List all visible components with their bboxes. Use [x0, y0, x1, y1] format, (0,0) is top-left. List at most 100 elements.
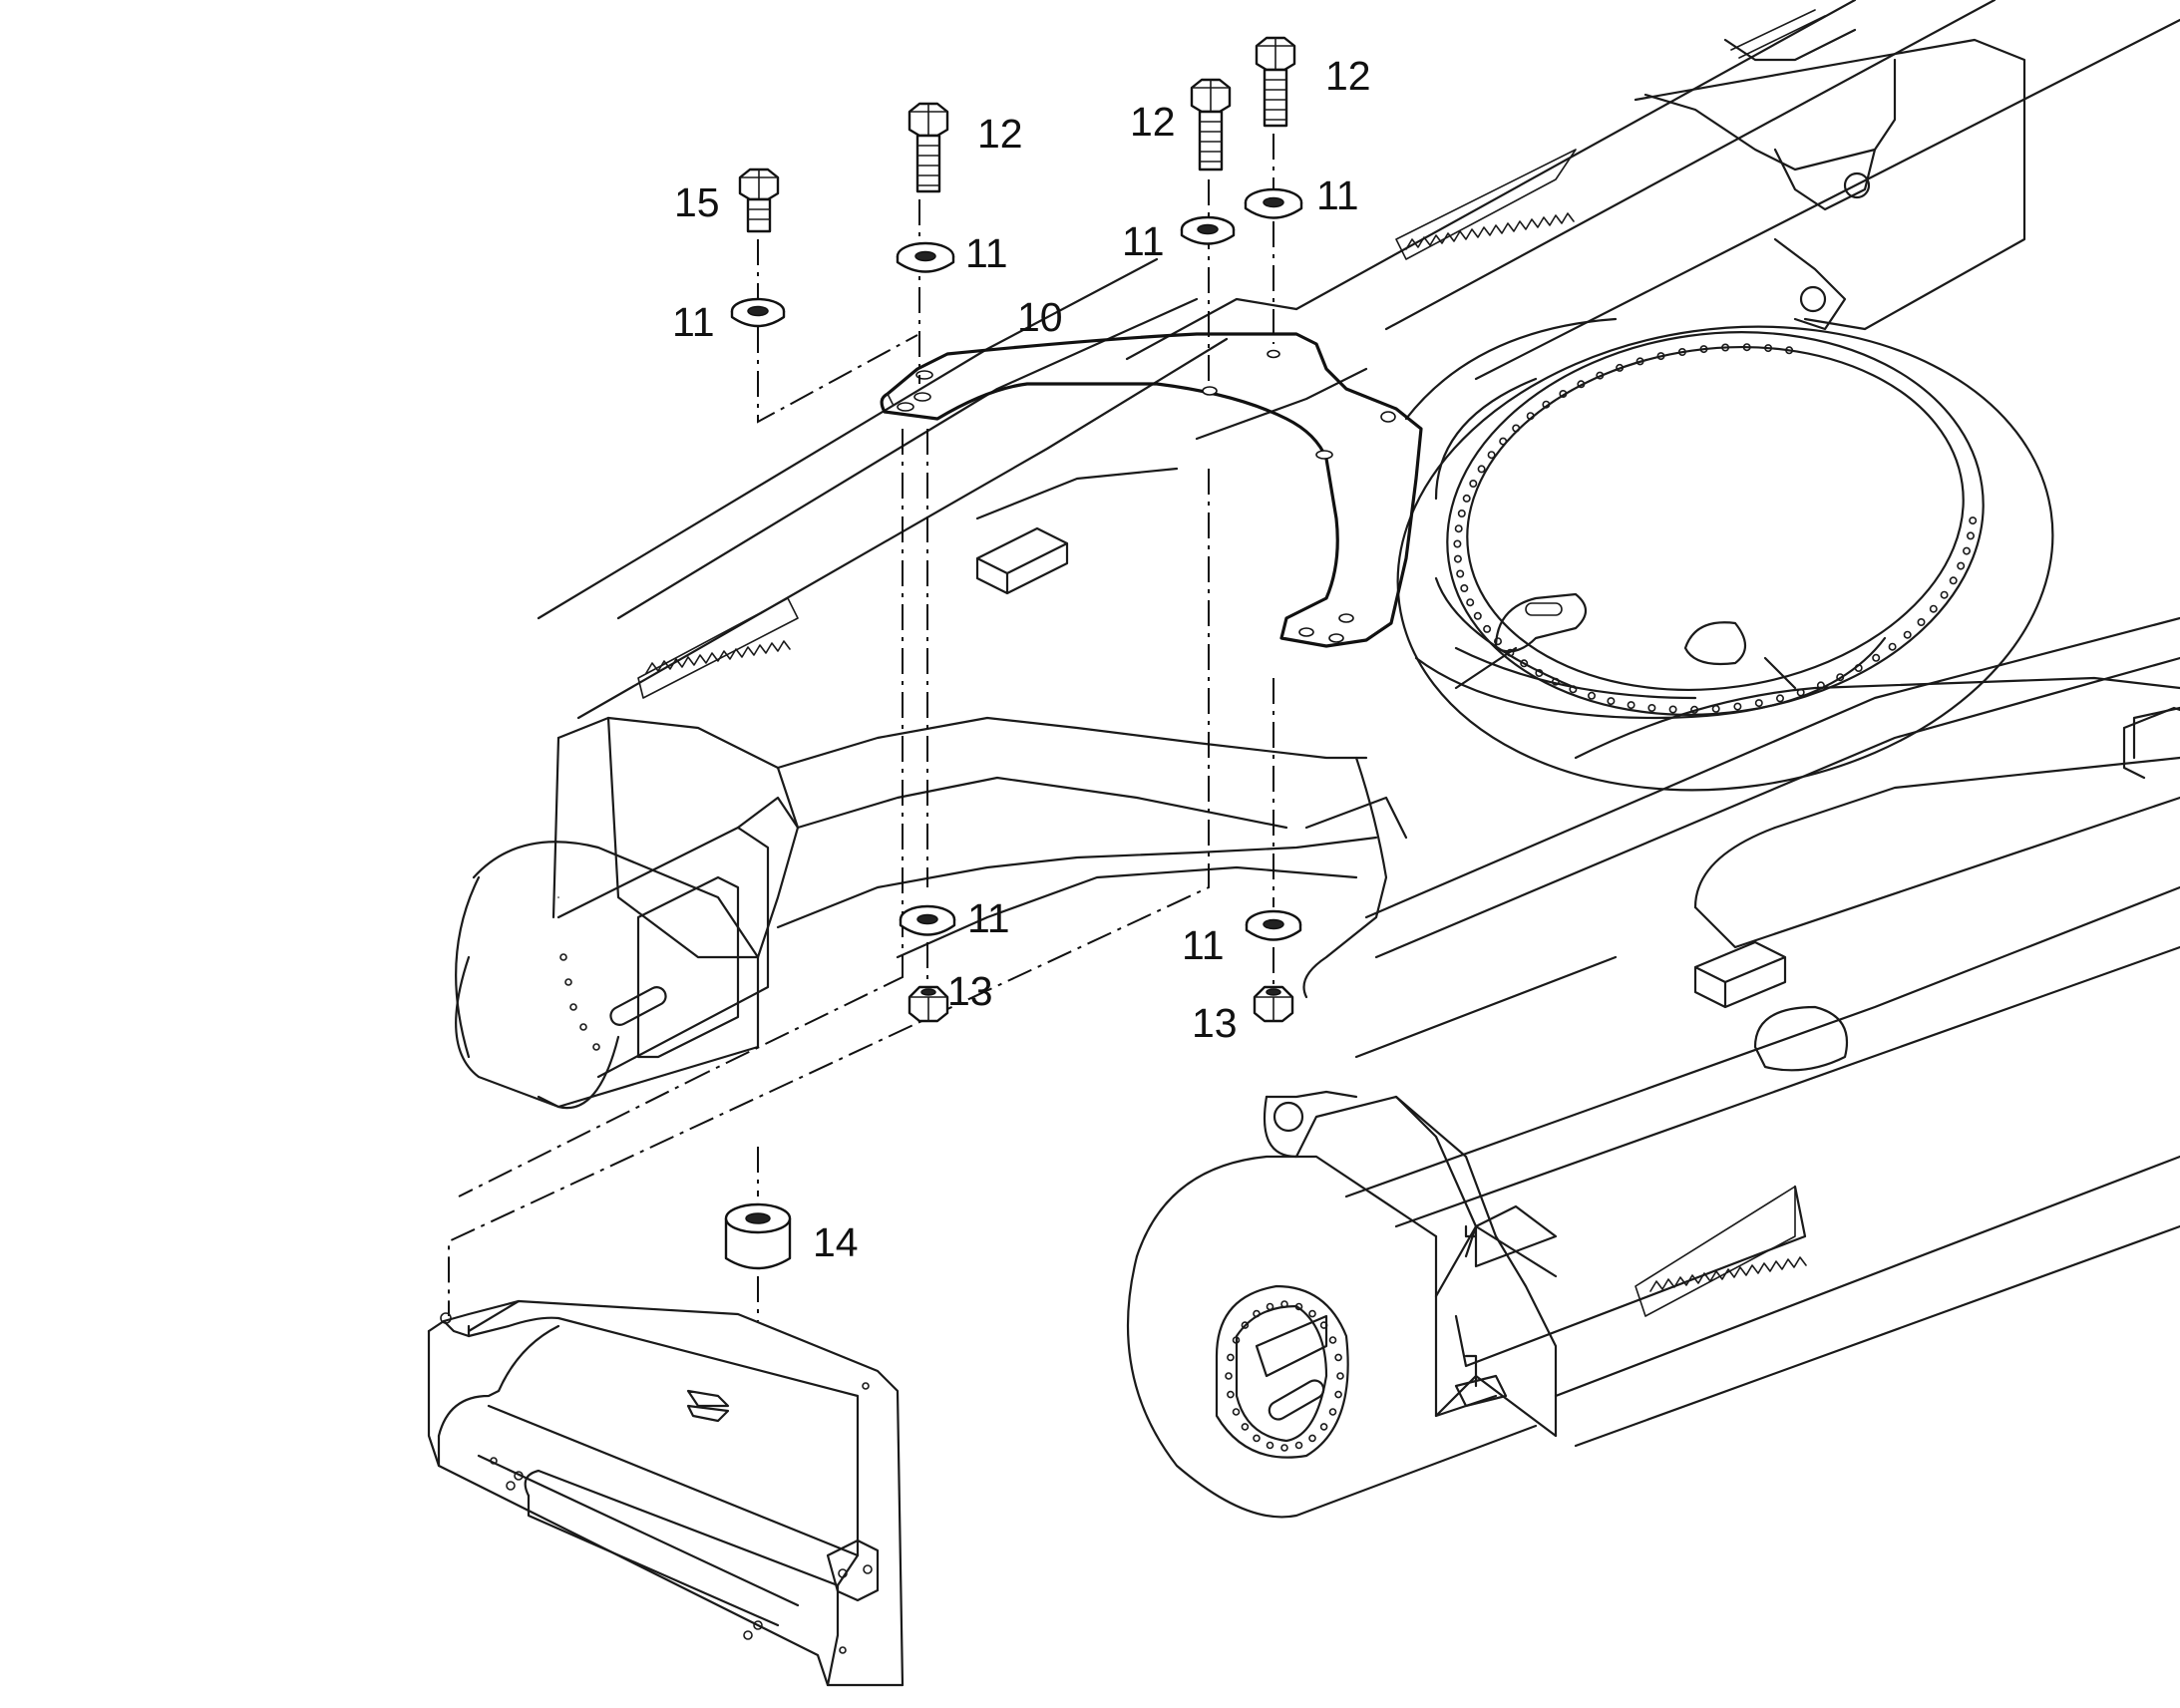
- bearing-bolt-hole: [1635, 357, 1644, 366]
- idler-bolt-hole: [1232, 1408, 1241, 1416]
- idler-bolt-hole: [1328, 1336, 1337, 1344]
- bearing-bolt-hole: [1542, 400, 1551, 409]
- idler-bolt-hole: [1334, 1390, 1342, 1399]
- idler-bolt-hole: [1319, 1321, 1328, 1329]
- idler-bolt-hole: [1253, 1309, 1261, 1318]
- bearing-bolt-hole: [1487, 451, 1496, 460]
- bearing-bolt-hole: [1627, 701, 1635, 710]
- bearing-bolt-hole: [1494, 637, 1503, 646]
- bearing-bolt-hole: [1699, 345, 1708, 354]
- idler-bolt-hole: [1266, 1441, 1274, 1450]
- idler-bolt-hole: [1280, 1444, 1288, 1452]
- idler-bolt-hole: [1232, 1336, 1241, 1344]
- bearing-bolt-hole: [1949, 576, 1958, 585]
- bearing-bolt-hole: [1460, 583, 1469, 592]
- idler-bolt-hole: [1266, 1302, 1274, 1311]
- idler-bolt-hole: [1294, 1302, 1303, 1311]
- bearing-bolt-hole: [1940, 590, 1949, 599]
- idler-bolt-hole: [1241, 1423, 1250, 1431]
- bearing-bolt-hole: [1453, 539, 1462, 548]
- bearing-bolt-hole: [1677, 347, 1686, 356]
- callout-11-bottom-left: 11: [967, 895, 1010, 941]
- bearing-bolt-hole: [1957, 561, 1966, 570]
- bearing-bolt-hole: [1462, 494, 1471, 503]
- washer-icon-tl: [730, 297, 786, 328]
- idler-bolt-hole: [1334, 1353, 1342, 1362]
- bearing-bolt-hole: [1733, 702, 1742, 711]
- bearing-bolt-hole: [1888, 642, 1897, 651]
- bearing-bolt-hole: [1454, 524, 1463, 533]
- bearing-bolt-hole: [1477, 465, 1486, 474]
- bearing-bolt-hole: [1466, 598, 1475, 607]
- bearing-bolt-hole: [1917, 617, 1926, 626]
- washer-icon-top-mid: [896, 241, 955, 273]
- callout-10: 10: [1017, 294, 1063, 340]
- callout-11-bottom-right: 11: [1182, 922, 1225, 968]
- hex-nut-icon-b: [1253, 985, 1294, 1023]
- bearing-bolt-hole: [1551, 677, 1560, 686]
- bearing-bolt-hole: [1967, 531, 1976, 540]
- bearing-bolt-holes: [1453, 343, 1978, 714]
- bearing-bolt-hole: [1711, 704, 1720, 713]
- idler-bolt-hole: [1308, 1309, 1316, 1318]
- idler-bolt-holes-left: [559, 953, 600, 1051]
- idler-bolt-hole: [1319, 1423, 1328, 1431]
- idler-bolt-hole: [1241, 1321, 1250, 1329]
- idler-bolt-hole: [1328, 1408, 1337, 1416]
- bearing-bolt-hole: [1499, 437, 1508, 446]
- bearing-bolt-hole: [1469, 479, 1478, 488]
- bearing-bolt-hole: [1607, 697, 1616, 706]
- bearing-bolt-hole: [1616, 363, 1625, 372]
- bearing-bolt-hole: [1903, 630, 1912, 639]
- hex-bolt-long-icon-c: [1255, 36, 1296, 128]
- bearing-bolt-hole: [1854, 663, 1863, 672]
- swing-bearing-ring: [1396, 317, 2054, 792]
- idler-bolt-hole: [1227, 1390, 1235, 1399]
- hex-bolt-long-icon-a: [908, 102, 949, 193]
- callout-14: 14: [813, 1219, 859, 1265]
- bearing-bolt-hole: [1764, 344, 1773, 353]
- bearing-bolt-hole: [1963, 546, 1972, 555]
- washer-icon-bottom-left: [899, 904, 956, 936]
- bearing-bolt-hole: [1969, 516, 1978, 525]
- hex-nut-icon-a: [908, 985, 949, 1023]
- idler-bolt-hole: [1308, 1434, 1316, 1443]
- bearing-bolt-hole: [1577, 380, 1586, 389]
- bearing-bolt-hole: [1457, 509, 1466, 517]
- bearing-bolt-hole: [1742, 343, 1751, 352]
- idler-bolt-hole: [1253, 1434, 1261, 1443]
- bearing-bolt-hole: [1785, 346, 1794, 355]
- guard-cover: [427, 1299, 905, 1687]
- idler-bolt-hole: [1336, 1372, 1344, 1380]
- bearing-bolt-hole: [1526, 412, 1535, 421]
- bearing-bolt-hole: [1483, 624, 1492, 633]
- bearing-bolt-hole: [1596, 371, 1605, 380]
- bearing-bolt-hole: [1520, 659, 1529, 668]
- bearing-bolt-hole: [1776, 694, 1785, 703]
- callout-13-right: 13: [1192, 1000, 1238, 1046]
- bearing-bolt-hole: [1588, 691, 1597, 700]
- bearing-bolt-hole: [1473, 611, 1482, 620]
- bearing-bolt-hole: [1668, 705, 1677, 714]
- bearing-bolt-hole: [1836, 673, 1845, 682]
- bearing-bolt-hole: [1647, 703, 1656, 712]
- idler-bolt-hole: [1294, 1441, 1303, 1450]
- callout-12-mid: 12: [1130, 99, 1176, 145]
- bearing-bolt-hole: [1872, 653, 1881, 662]
- callout-11-top-mid: 11: [965, 230, 1008, 276]
- assembly-center-lines: [448, 90, 1274, 1321]
- hex-bolt-long-icon-b: [1190, 78, 1232, 171]
- rubber-bushing-icon: [724, 1202, 792, 1270]
- callout-labels: 15 12 12 12 11 11 11 11 10 11 11 13 13 1…: [672, 53, 1371, 1265]
- callout-13-left: 13: [947, 968, 993, 1014]
- hex-bolt-short-icon: [738, 168, 780, 233]
- bearing-bolt-hole: [1929, 604, 1938, 613]
- bracket-plate-10: [880, 332, 1423, 648]
- bearing-bolt-hole: [1535, 668, 1544, 677]
- bearing-bolt-hole: [1456, 569, 1465, 578]
- washer-icon-top-right-a: [1180, 215, 1236, 245]
- bearing-bolt-hole: [1721, 343, 1730, 352]
- washer-icon-bottom-right: [1245, 909, 1302, 941]
- bearing-bolt-hole: [1506, 648, 1515, 657]
